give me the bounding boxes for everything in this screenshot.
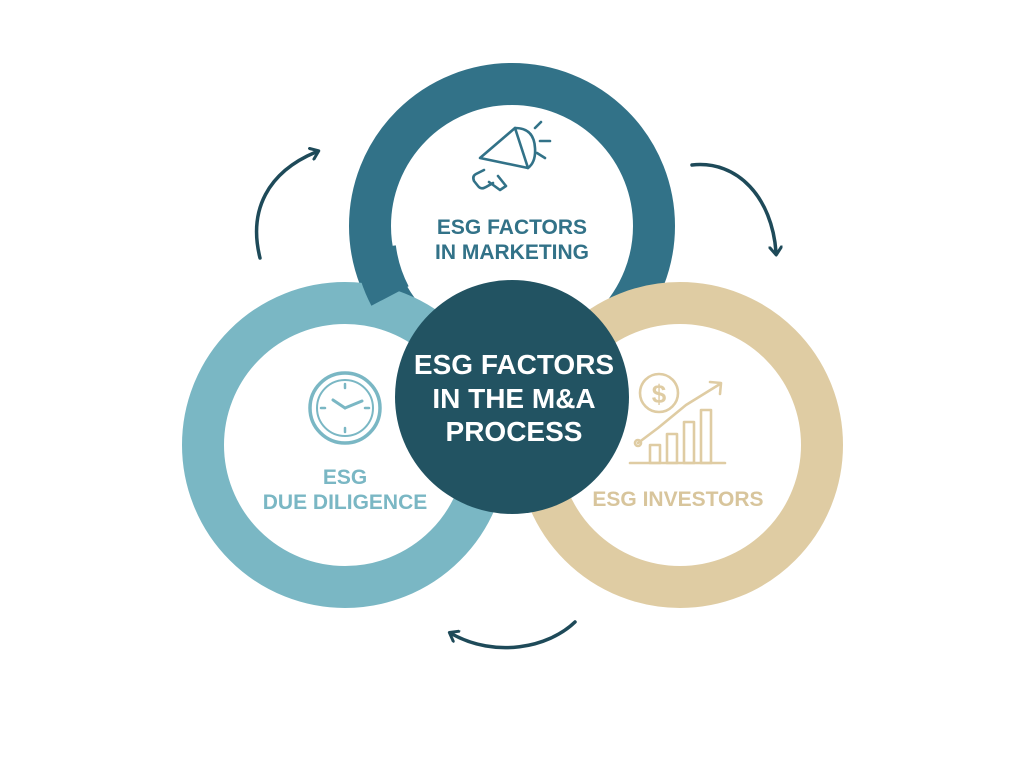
arrow-top-left: [254, 152, 316, 260]
due-diligence-label-line2: DUE DILIGENCE: [262, 490, 428, 514]
marketing-label: ESG FACTORS IN MARKETING: [412, 216, 612, 266]
clock-icon: [308, 371, 382, 445]
marketing-label-line2: IN MARKETING: [435, 240, 589, 264]
dollar-growth-chart-icon: [628, 372, 727, 465]
marketing-ring-overlap: [354, 244, 409, 306]
megaphone-icon: [472, 120, 552, 192]
center-title-line1: ESG FACTORS: [413, 349, 615, 380]
investors-label: ESG INVESTORS: [578, 488, 778, 513]
center-circle: [395, 280, 629, 514]
arrow-top-right: [690, 162, 776, 252]
marketing-label-line1: ESG FACTORS: [436, 216, 588, 239]
center-title: ESG FACTORS IN THE M&A PROCESS: [398, 348, 630, 449]
center-title-line3: PROCESS: [445, 416, 583, 448]
arrow-bottom: [452, 620, 577, 650]
investors-label-line1: ESG INVESTORS: [592, 488, 764, 511]
due-diligence-label: ESG DUE DILIGENCE: [245, 466, 445, 516]
dollar-symbol: $: [652, 379, 667, 409]
due-diligence-label-line1: ESG: [322, 466, 368, 489]
center-title-line2: IN THE M&A: [432, 382, 596, 414]
